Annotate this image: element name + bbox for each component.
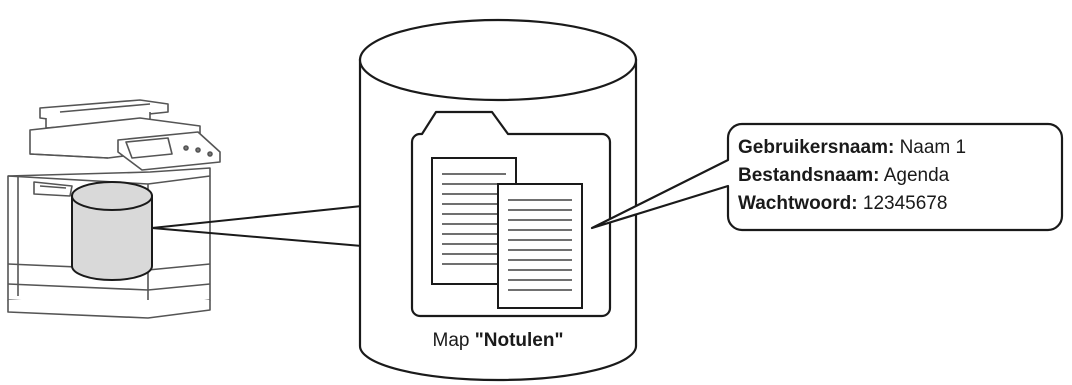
filename-label: Bestandsnaam: [738,165,880,186]
callout-row-password: Wachtwoord: 12345678 [738,193,947,214]
username-value: Naam 1 [900,137,967,158]
password-label: Wachtwoord: [738,193,858,214]
folder-caption: Map "Notulen" [433,330,564,351]
storage-cylinder-icon [71,181,153,281]
folder-caption-prefix: Map [433,330,475,351]
callout-row-username: Gebruikersnaam: Naam 1 [738,137,966,158]
callout-row-filename: Bestandsnaam: Agenda [738,165,950,186]
username-label: Gebruikersnaam: [738,137,894,158]
document-front [497,183,583,309]
zoom-lines [151,205,363,247]
callout-bubble [590,122,1064,232]
folder-caption-name: "Notulen" [475,330,564,351]
documents-icon [431,157,583,309]
filename-value: Agenda [884,165,950,186]
password-value: 12345678 [863,193,948,214]
